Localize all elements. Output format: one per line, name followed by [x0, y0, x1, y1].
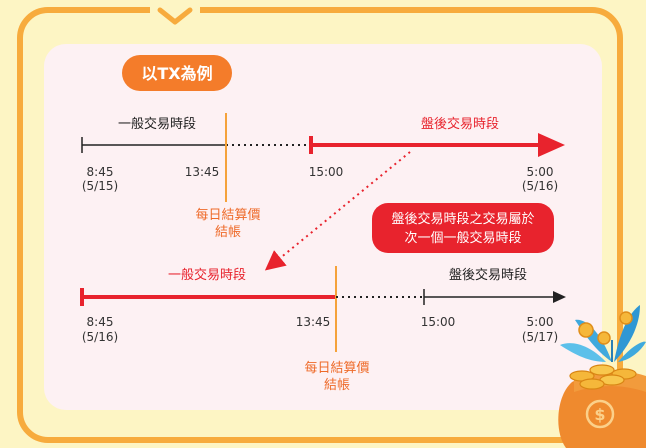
- top-after-hours-arrowhead: [538, 133, 565, 157]
- top-regular-session-label: 一般交易時段: [118, 116, 196, 132]
- callout-line-1: 盤後交易時段之交易屬於: [391, 211, 534, 227]
- top-time-1: 13:45: [185, 165, 220, 179]
- top-after-hours-label: 盤後交易時段: [421, 116, 499, 132]
- chevron-down-icon: [157, 7, 193, 25]
- title-badge: [122, 55, 232, 91]
- money-bag-icon: $: [558, 305, 646, 448]
- bottom-date-3: (5/17): [522, 330, 558, 344]
- bottom-after-hours-arrowhead: [553, 291, 566, 303]
- top-time-2: 15:00: [309, 165, 344, 179]
- bottom-time-2: 15:00: [421, 315, 456, 329]
- bottom-regular-session-label: 一般交易時段: [168, 267, 246, 283]
- bottom-time-1: 13:45: [296, 315, 331, 329]
- inner-card: [44, 44, 602, 410]
- top-settlement-label: 每日結算價: [195, 207, 260, 223]
- svg-text:$: $: [594, 405, 605, 424]
- bottom-time-3: 5:00: [527, 315, 554, 329]
- top-date-0: (5/15): [82, 179, 118, 193]
- callout-bubble: [372, 203, 554, 253]
- bottom-time-0: 8:45: [87, 315, 114, 329]
- bottom-settlement-label-2: 結帳: [324, 378, 350, 393]
- bottom-after-hours-label: 盤後交易時段: [449, 267, 527, 283]
- bottom-date-0: (5/16): [82, 330, 118, 344]
- bottom-settlement-label: 每日結算價: [304, 360, 369, 376]
- top-time-3: 5:00: [527, 165, 554, 179]
- transfer-dotted-arrow: [264, 151, 411, 271]
- top-settlement-label-2: 結帳: [215, 225, 241, 240]
- callout-line-2: 次一個一般交易時段: [404, 230, 521, 246]
- title-badge-text: 以TX為例: [141, 64, 212, 83]
- frame-gap: [150, 4, 200, 18]
- top-date-3: (5/16): [522, 179, 558, 193]
- top-time-0: 8:45: [87, 165, 114, 179]
